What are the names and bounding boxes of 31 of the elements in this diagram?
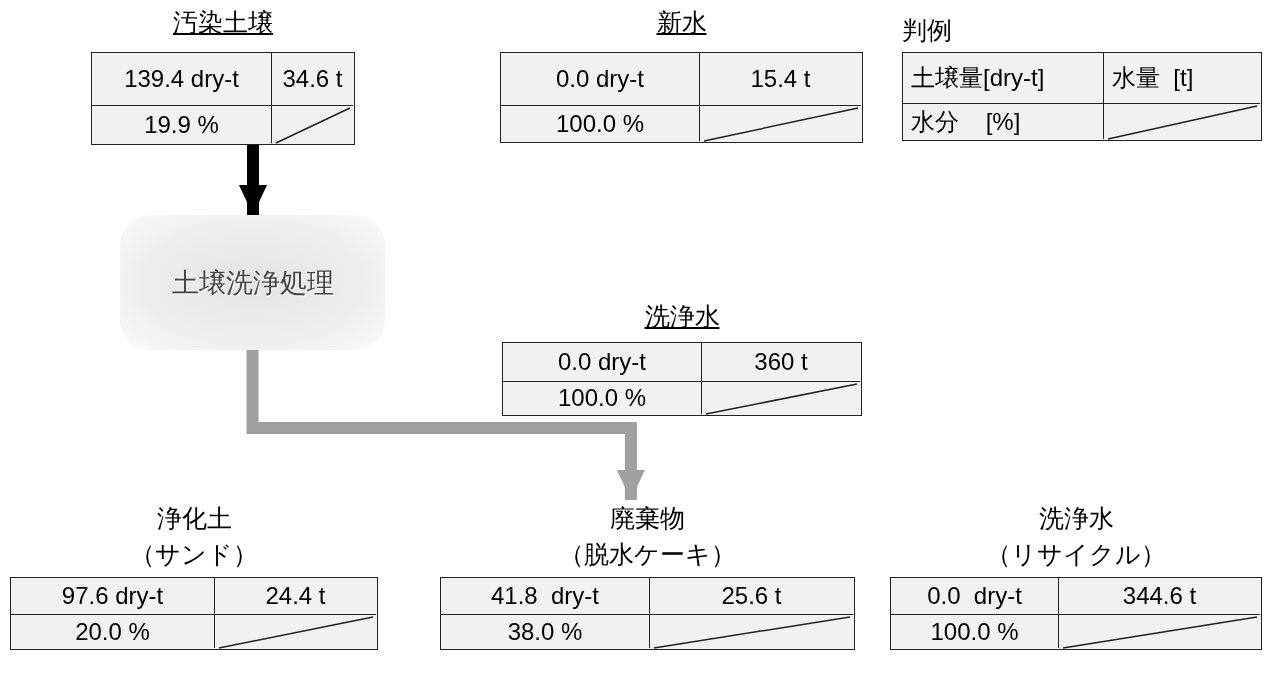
- table-cell-text: 0.0 dry-t: [557, 347, 647, 377]
- table-cell: 水量 [t]: [1103, 53, 1260, 103]
- table-heading: 判例: [902, 16, 952, 44]
- table-cell: 360 t: [701, 343, 860, 381]
- table-heading: 洗浄水: [644, 302, 720, 330]
- table-cell-text: 0.0 dry-t: [555, 64, 645, 94]
- table-cell-text: 土壌量[dry-t]: [910, 63, 1046, 93]
- table-cell: 19.9 %: [92, 105, 271, 143]
- table-cell-text: 0.0 dry-t: [926, 581, 1023, 611]
- table-heading: 洗浄水（リサイクル）: [986, 504, 1166, 568]
- table-heading: 廃棄物（脱水ケーキ）: [559, 504, 736, 568]
- table-cell: 344.6 t: [1058, 578, 1260, 614]
- table-cell-text: 41.8 dry-t: [489, 581, 600, 611]
- table-cell: 水分 [%]: [903, 103, 1103, 139]
- table-heading: 新水: [656, 8, 707, 36]
- table-cell: 25.6 t: [649, 578, 853, 614]
- table-cell: 15.4 t: [699, 53, 861, 105]
- table-cell: 20.0 %: [11, 614, 214, 648]
- table-cell: 38.0 %: [441, 614, 649, 648]
- table-cell: 34.6 t: [271, 53, 353, 105]
- table-cell-text: 139.4 dry-t: [123, 64, 240, 94]
- table-cell: 100.0 %: [501, 105, 699, 141]
- table-heading: 浄化土（サンド）: [130, 504, 258, 568]
- arrow: [239, 145, 267, 215]
- table-cell: 24.4 t: [214, 578, 376, 614]
- process-cloud: 土壌洗浄処理: [120, 215, 385, 350]
- table-cell-text: 97.6 dry-t: [60, 581, 165, 611]
- arrow: [246, 350, 645, 500]
- table-cell: 100.0 %: [503, 381, 701, 414]
- table-cell: 100.0 %: [891, 614, 1058, 648]
- table-heading: 汚染土壌: [173, 8, 273, 36]
